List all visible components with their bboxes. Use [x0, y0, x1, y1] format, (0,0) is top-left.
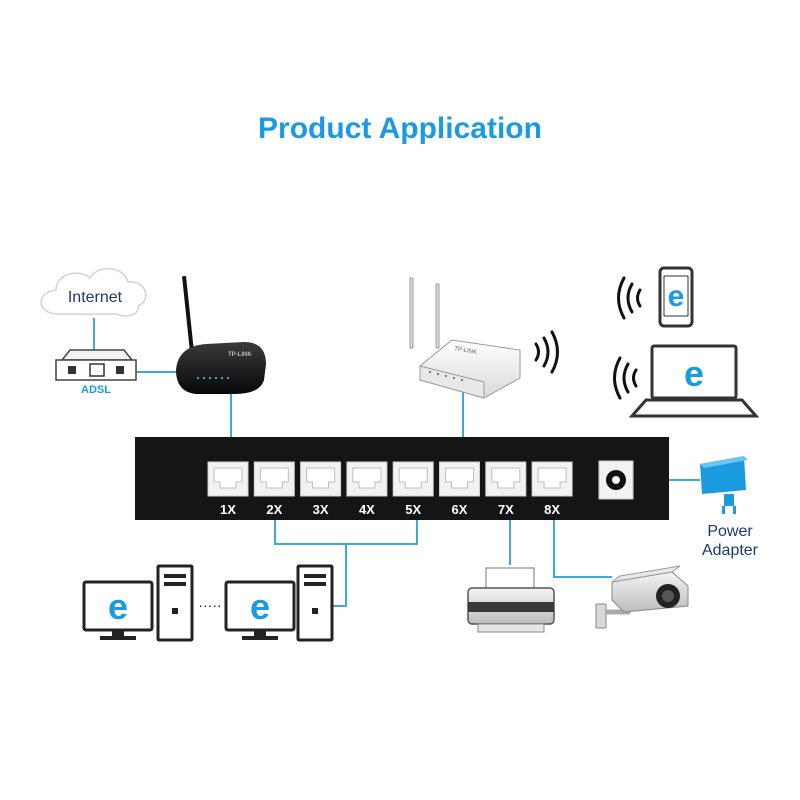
- ethernet-port-2: [253, 461, 295, 497]
- wifi-waves-icon: [534, 330, 559, 374]
- ethernet-port-5: [392, 461, 434, 497]
- port-label-6: 6X: [452, 502, 468, 517]
- port-label-2: 2X: [266, 502, 282, 517]
- ethernet-port-3: [300, 461, 342, 497]
- switch-port-labels: 1X 2X 3X 4X 5X 6X 7X 8X: [220, 502, 560, 517]
- ethernet-port-6: [439, 461, 480, 497]
- browser-glyph: e: [108, 586, 128, 627]
- ethernet-port-4: [346, 461, 388, 497]
- router-icon: TP-LINK: [176, 275, 266, 394]
- adsl-modem-icon: [55, 349, 137, 381]
- port-label-8: 8X: [544, 502, 560, 517]
- smartphone-icon: e: [658, 266, 694, 328]
- wireless-router-icon: TP-LINK: [409, 277, 521, 399]
- desktop-computer-icon: e: [224, 564, 334, 642]
- svg-text:TP-LINK: TP-LINK: [228, 352, 252, 358]
- svg-text:TP-LINK: TP-LINK: [454, 346, 478, 356]
- browser-glyph: e: [250, 586, 270, 627]
- desktop-computer-icon: e: [82, 564, 194, 642]
- ports-2-5-bracket-line: [274, 520, 418, 545]
- power-adapter-label-line1: Power: [707, 523, 753, 540]
- adsl-label: ADSL: [81, 384, 111, 396]
- security-camera-icon: [595, 565, 689, 629]
- page-title: Product Application: [258, 112, 542, 145]
- bracket-to-computers-line: [330, 544, 347, 607]
- ethernet-switch: 1X 2X 3X 4X 5X 6X 7X 8X: [135, 437, 669, 520]
- ethernet-port-7: [485, 461, 527, 497]
- port-label-3: 3X: [313, 502, 329, 517]
- port-label-7: 7X: [498, 502, 514, 517]
- switch-ports: [207, 461, 573, 497]
- internet-label: Internet: [68, 289, 123, 306]
- port-label-5: 5X: [405, 502, 421, 517]
- printer-icon: [467, 567, 555, 633]
- laptop-icon: e: [628, 344, 760, 418]
- power-adapter-label-line2: Adapter: [702, 542, 759, 559]
- more-computers-dots: ·····: [198, 597, 221, 613]
- wifi-waves-icon: [613, 356, 638, 400]
- wifi-waves-icon: [617, 276, 642, 320]
- ethernet-port-8: [531, 461, 573, 497]
- power-jack-icon: [598, 460, 634, 500]
- browser-glyph: e: [668, 280, 685, 313]
- port-label-1: 1X: [220, 502, 236, 517]
- internet-cloud-icon: [40, 268, 147, 317]
- ethernet-port-1: [207, 461, 249, 497]
- browser-glyph: e: [684, 353, 704, 394]
- power-adapter-icon: [700, 456, 748, 514]
- port-label-4: 4X: [359, 502, 375, 517]
